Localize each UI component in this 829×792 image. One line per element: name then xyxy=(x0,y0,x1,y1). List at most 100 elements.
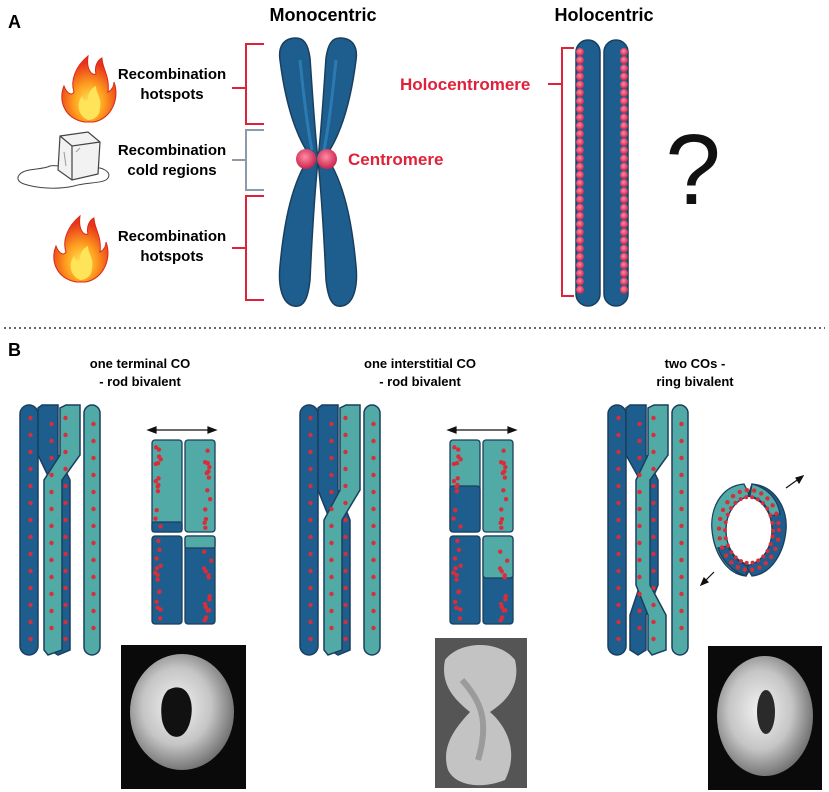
bivalent-dot xyxy=(156,482,161,488)
chromatid-dot xyxy=(637,574,642,580)
chromatid-dot xyxy=(637,438,642,444)
two-co-ring-dots xyxy=(716,487,782,572)
hotspot-bottom-bracket xyxy=(232,195,264,301)
holocentromere-dot xyxy=(620,130,628,138)
bivalent-dot xyxy=(206,475,212,480)
bivalent-dot xyxy=(158,607,163,612)
ring-dot xyxy=(776,527,782,533)
chromatid-dot xyxy=(91,523,96,529)
col1-title-line1: one terminal CO xyxy=(90,356,190,371)
chromatid-dot xyxy=(63,517,68,523)
chromatid-dot xyxy=(651,432,656,438)
bivalent-dot xyxy=(503,464,508,470)
ring-dot xyxy=(768,542,773,547)
bivalent-dot xyxy=(502,575,507,580)
chromatid-dot xyxy=(63,466,68,472)
bivalent-dot xyxy=(156,538,161,544)
chromatid-dot xyxy=(329,523,334,529)
hotspot-top-line2: hotspots xyxy=(140,86,203,103)
chromatid-dot xyxy=(49,506,54,512)
chromatid-dot xyxy=(651,415,656,421)
chromatid-dot xyxy=(28,602,33,608)
bivalent-dot xyxy=(155,489,161,494)
chromatid-dot xyxy=(91,438,96,444)
bivalent-dot xyxy=(201,566,207,571)
chromatid-dot xyxy=(679,523,684,529)
holocentromere-dot xyxy=(576,179,584,188)
bivalent-dot xyxy=(500,470,506,476)
chromatid-dot xyxy=(616,466,621,472)
chromatid-dot xyxy=(49,438,54,444)
bivalent-dot xyxy=(454,577,459,582)
holocentromere-dot xyxy=(576,154,584,163)
ring-dot xyxy=(719,545,725,550)
chromatid-dot xyxy=(63,619,68,625)
holocentromere-dot xyxy=(576,220,584,229)
holocentromere-dot xyxy=(576,162,584,171)
chromatid-dot xyxy=(63,449,68,455)
holocentromere-dot xyxy=(620,64,628,73)
terminal-co-bivalent-dots xyxy=(153,445,214,623)
chromatid-dot xyxy=(308,483,313,489)
ring-dot xyxy=(750,560,755,565)
chromatid-dot xyxy=(616,534,621,540)
ring-dot xyxy=(729,550,734,555)
chromatid-dot xyxy=(308,585,313,591)
chromatid-dot xyxy=(651,636,656,642)
ring-dot xyxy=(733,500,738,505)
bivalent-dot xyxy=(205,488,210,493)
ring-dot xyxy=(752,488,757,493)
chromatid-dot xyxy=(679,540,684,546)
terminal-co-chromatids xyxy=(19,404,101,656)
chromatid-dot xyxy=(651,483,656,489)
ring-dot xyxy=(770,528,775,533)
bivalent-dot xyxy=(205,448,210,453)
chromatid-dot xyxy=(651,534,656,540)
monocentric-chromosome xyxy=(278,37,358,307)
chromatid-dot xyxy=(308,466,313,472)
two-co-ring-arrows xyxy=(699,475,805,587)
chromatid-dot xyxy=(308,602,313,608)
chromatid-dot xyxy=(63,483,68,489)
chromatid-dot xyxy=(329,608,334,614)
chromatid-dot xyxy=(679,472,684,478)
ring-dot xyxy=(744,560,749,565)
holocentromere-dot xyxy=(576,113,584,122)
chromatid-dot xyxy=(371,574,376,580)
chromatid-dot xyxy=(49,472,54,478)
bivalent-dot xyxy=(156,476,161,481)
chromatid-dot xyxy=(616,432,621,438)
holocentromere-dot xyxy=(576,195,584,204)
monocentric-title: Monocentric xyxy=(269,5,376,25)
bivalent-dot xyxy=(455,482,460,488)
ring-dot xyxy=(761,554,766,559)
holocentromere-dot xyxy=(620,97,628,106)
holocentromere-dot xyxy=(576,48,584,56)
bivalent-dot xyxy=(452,556,458,561)
chromatid-dot xyxy=(371,540,376,546)
holocentromere-dot xyxy=(620,105,628,114)
panel-a-label: A xyxy=(8,12,21,32)
chromatid-dot xyxy=(49,574,54,580)
chromatid-dot xyxy=(651,602,656,608)
chromatid-dot xyxy=(329,625,334,631)
chromatid-dot xyxy=(616,551,621,557)
ring-dot xyxy=(770,520,775,525)
chromatid-dot xyxy=(637,506,642,512)
chromatid-dot xyxy=(343,602,348,608)
chromatid-dot xyxy=(371,489,376,495)
centromere-label: Centromere xyxy=(348,150,443,169)
holocentromere-dot xyxy=(620,146,628,155)
holocentromere-dot xyxy=(620,277,628,286)
holocentromere-dot xyxy=(620,48,628,56)
chromatid-dot xyxy=(63,568,68,574)
chromatid-dot xyxy=(28,585,33,591)
chromatid-dot xyxy=(329,421,334,427)
interstitial-co-chromatid-dots xyxy=(308,415,376,642)
interstitial-co-micrograph xyxy=(435,638,527,788)
chromatid-dot xyxy=(49,557,54,563)
holocentromere-dot xyxy=(620,269,628,278)
chromatid-dot xyxy=(616,500,621,506)
chromatid-dot xyxy=(679,421,684,427)
chromatid-dot xyxy=(637,608,642,614)
